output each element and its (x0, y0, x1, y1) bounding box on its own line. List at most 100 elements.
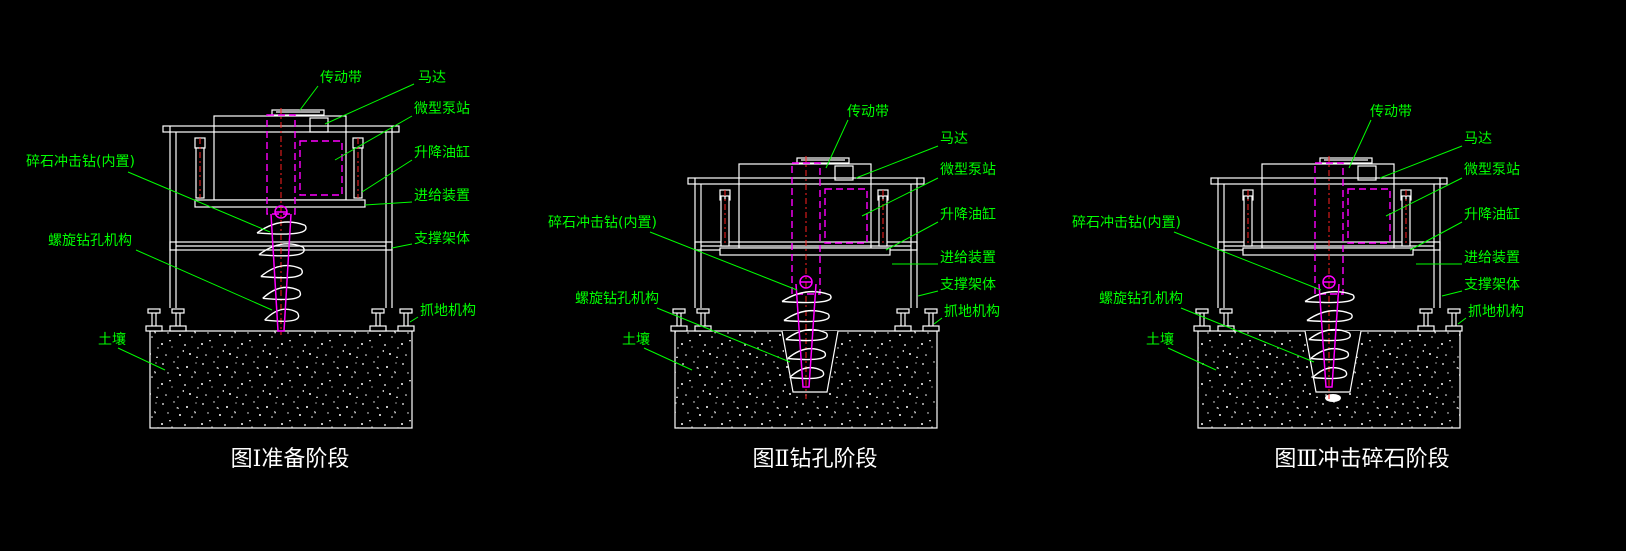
label-soil: 土壤 (622, 331, 650, 348)
label-grip: 抓地机构 (420, 303, 476, 319)
stage-caption: 图Ⅱ钻孔阶段 (753, 447, 878, 472)
drive-motor (1357, 165, 1377, 181)
grip-cap-left-inner (1219, 308, 1233, 314)
grip-foot-left-inner (169, 325, 187, 332)
leader-motor (855, 145, 939, 179)
leader-crusher (127, 171, 271, 233)
label-motor: 马达 (940, 131, 968, 147)
leader-grip (1457, 317, 1467, 325)
grip-cap-right-outer (399, 308, 413, 314)
panel-3: 传动带马达微型泵站升降油缸进给装置支撑架体抓地机构碎石冲击钻(内置)螺旋钻孔机构… (1072, 104, 1524, 472)
label-feed: 进给装置 (1464, 250, 1520, 266)
label-crusher: 碎石冲击钻(内置) (548, 215, 657, 231)
auger-flights (256, 221, 307, 322)
leader-belt (1348, 119, 1372, 169)
leader-motor (324, 83, 415, 125)
label-pump: 微型泵站 (414, 101, 470, 117)
leader-grip (409, 316, 419, 323)
grip-cap-right-inner (1419, 308, 1433, 314)
soil-block (149, 330, 413, 429)
grip-foot-right-inner (1417, 325, 1435, 332)
leader-cylinder (361, 159, 413, 193)
micro-pump-station (299, 140, 343, 196)
label-pump: 微型泵站 (940, 162, 996, 178)
grip-cap-left-inner (696, 308, 710, 314)
leader-soil (1167, 347, 1217, 371)
impact-drill-bit (795, 283, 817, 388)
leader-frame (917, 290, 939, 297)
label-feed: 进给装置 (940, 250, 996, 266)
drive-motor (309, 117, 329, 133)
stage-caption: 图Ⅲ冲击碎石阶段 (1274, 447, 1449, 472)
label-grip: 抓地机构 (1468, 304, 1524, 320)
grip-cap-left-outer (147, 308, 161, 314)
stage-caption: 图Ⅰ准备阶段 (231, 447, 350, 472)
label-auger: 螺旋钻孔机构 (575, 291, 659, 307)
drive-motor (834, 165, 854, 181)
label-soil: 土壤 (1146, 331, 1174, 348)
grip-foot-right-outer (397, 325, 415, 332)
auger-flights (1304, 290, 1355, 380)
micro-pump-station (1347, 188, 1391, 244)
leader-pump (334, 115, 413, 161)
leader-grip (933, 317, 943, 325)
label-feed: 进给装置 (414, 188, 470, 204)
grip-cap-left-outer (1195, 308, 1209, 314)
leader-auger (656, 307, 791, 363)
auger-flights (781, 290, 832, 380)
label-frame: 支撑架体 (940, 277, 996, 293)
panel-1: 传动带马达微型泵站升降油缸进给装置支撑架体抓地机构碎石冲击钻(内置)螺旋钻孔机构… (26, 70, 476, 472)
label-soil: 土壤 (98, 331, 126, 348)
grip-cap-right-inner (371, 308, 385, 314)
label-belt: 传动带 (847, 104, 889, 120)
leader-frame (1441, 290, 1463, 297)
leader-feed (364, 201, 413, 206)
micro-pump-station (824, 188, 868, 244)
grip-foot-right-outer (922, 325, 940, 332)
grip-cap-right-outer (924, 308, 938, 314)
impact-drill-bit (1318, 283, 1340, 388)
grip-foot-left-outer (1193, 325, 1211, 332)
label-motor: 马达 (1464, 131, 1492, 147)
label-auger: 螺旋钻孔机构 (48, 233, 132, 249)
motor-housing (1261, 163, 1395, 249)
drill-shaft-housing (1314, 162, 1344, 295)
label-cylinder: 升降油缸 (1464, 206, 1520, 223)
label-frame: 支撑架体 (1464, 277, 1520, 293)
leader-pump (1385, 177, 1463, 217)
grip-foot-right-inner (369, 325, 387, 332)
label-cylinder: 升降油缸 (414, 144, 470, 161)
motor-housing (738, 163, 872, 249)
label-belt: 传动带 (320, 70, 362, 86)
leader-belt (299, 85, 319, 111)
drill-shaft-housing (266, 114, 296, 215)
leader-pump (861, 177, 939, 217)
grip-foot-right-inner (894, 325, 912, 332)
grip-foot-right-outer (1445, 325, 1463, 332)
feed-plate (719, 247, 891, 256)
label-belt: 传动带 (1370, 104, 1412, 120)
label-cylinder: 升降油缸 (940, 206, 996, 223)
leader-soil (643, 347, 693, 371)
label-frame: 支撑架体 (414, 231, 470, 247)
label-auger: 螺旋钻孔机构 (1099, 291, 1183, 307)
label-grip: 抓地机构 (944, 304, 1000, 320)
leader-crusher (649, 231, 798, 291)
crushed-stone (1325, 394, 1341, 402)
leader-cylinder (1409, 221, 1463, 251)
leader-crusher (1173, 231, 1322, 291)
label-motor: 马达 (418, 70, 446, 86)
leader-frame (391, 243, 413, 249)
leader-auger (1180, 307, 1315, 363)
grip-cap-left-inner (171, 308, 185, 314)
leader-cylinder (885, 221, 939, 251)
impact-drill-bit (270, 213, 292, 332)
grip-foot-left-outer (670, 325, 688, 332)
motor-housing (213, 115, 347, 201)
label-pump: 微型泵站 (1464, 162, 1520, 178)
grip-foot-left-outer (145, 325, 163, 332)
feed-plate (194, 199, 366, 208)
grip-cap-left-outer (672, 308, 686, 314)
